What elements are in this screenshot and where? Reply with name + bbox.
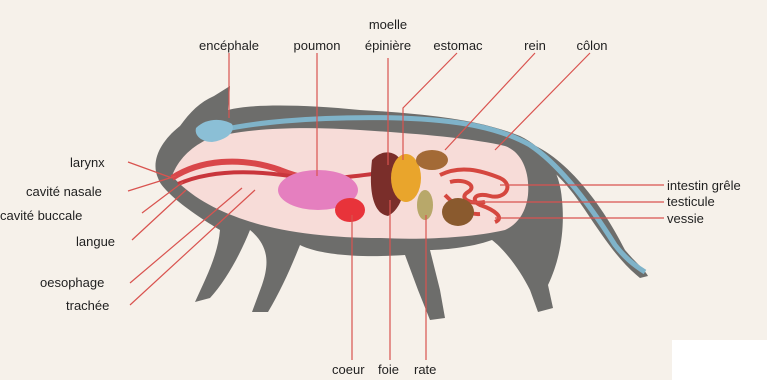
label-encephale: encéphale (186, 38, 272, 53)
label-coeur: coeur (332, 362, 365, 377)
label-colon: côlon (570, 38, 614, 53)
testicle (442, 198, 474, 226)
label-rein: rein (515, 38, 555, 53)
kidney (416, 150, 448, 170)
label-trachee: trachée (66, 298, 109, 313)
label-estomac: estomac (428, 38, 488, 53)
white-corner (672, 340, 767, 380)
label-cavite-nasale: cavité nasale (26, 184, 102, 199)
label-cavite-buccale: cavité buccale (0, 208, 82, 223)
label-epiniere: épinière (350, 38, 426, 53)
label-poumon: poumon (282, 38, 352, 53)
label-rate: rate (414, 362, 436, 377)
label-foie: foie (378, 362, 399, 377)
label-intestin-grele: intestin grêle (667, 178, 741, 193)
heart (335, 198, 365, 222)
label-oesophage: oesophage (40, 275, 104, 290)
label-testicule: testicule (667, 194, 715, 209)
label-langue: langue (76, 234, 115, 249)
label-vessie: vessie (667, 211, 704, 226)
label-moelle: moelle (358, 17, 418, 32)
spleen (417, 190, 433, 220)
label-larynx: larynx (70, 155, 105, 170)
